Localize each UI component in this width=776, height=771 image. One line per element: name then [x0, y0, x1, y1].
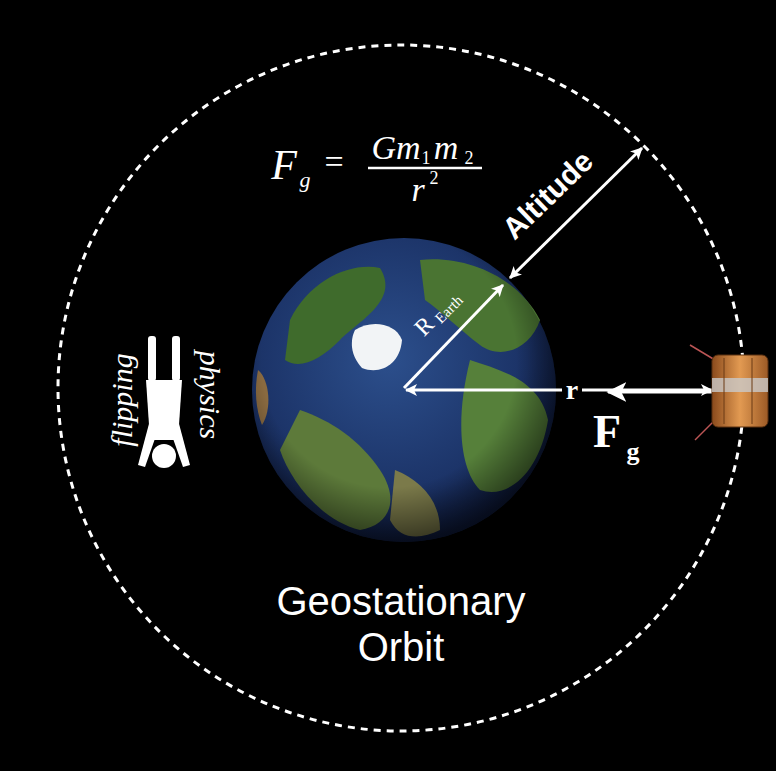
formula-subscript: 2	[465, 149, 474, 167]
satellite-seam	[724, 358, 725, 424]
formula-symbol: F	[271, 144, 297, 186]
watermark: flipping	[107, 353, 137, 446]
force-subscript-text: g	[627, 437, 640, 466]
formula-subscript-text: 1	[422, 148, 431, 168]
satellite-band	[712, 378, 768, 392]
formula-superscript-text: 2	[430, 168, 439, 188]
satellite-seam	[752, 358, 753, 424]
watermark-text: physics	[194, 351, 227, 439]
r-label: r	[562, 376, 582, 404]
antenna	[690, 345, 715, 360]
formula-subscript-text: g	[300, 167, 311, 192]
formula-subscript-text: 2	[465, 148, 474, 168]
formula-symbol: r	[411, 173, 424, 207]
r-arrow	[406, 389, 712, 392]
force-arrow	[608, 391, 712, 394]
force-label: F	[593, 409, 621, 455]
formula-symbol-text: m	[434, 129, 459, 166]
formula-symbol: Gm	[371, 131, 420, 165]
altitude-label-text: Altitude	[496, 144, 599, 245]
radius-arrow	[404, 285, 503, 388]
orbit-title-text: Geostationary Orbit	[276, 579, 525, 669]
formula-symbol: =	[324, 145, 343, 179]
formula-symbol-text: r	[411, 171, 424, 208]
formula-subscript: 1	[422, 149, 431, 167]
logo-figure	[138, 336, 190, 468]
orbit-title: Geostationary Orbit	[241, 578, 561, 670]
satellite	[690, 345, 768, 440]
orbit-circle	[58, 45, 744, 731]
formula-symbol: m	[434, 131, 459, 165]
force-subscript: g	[627, 439, 640, 465]
formula-superscript: 2	[430, 169, 439, 187]
formula-symbol-text: Gm	[371, 129, 420, 166]
watermark: physics	[195, 351, 225, 439]
satellite-body	[712, 355, 768, 427]
altitude-label: Altitude	[497, 145, 598, 244]
watermark-text: flipping	[105, 353, 138, 446]
formula-symbol-text: F	[271, 142, 297, 188]
formula-subscript: g	[300, 169, 311, 191]
formula-symbol-text: =	[324, 143, 343, 180]
force-label-text: F	[593, 406, 621, 457]
r-label-text: r	[566, 374, 578, 405]
